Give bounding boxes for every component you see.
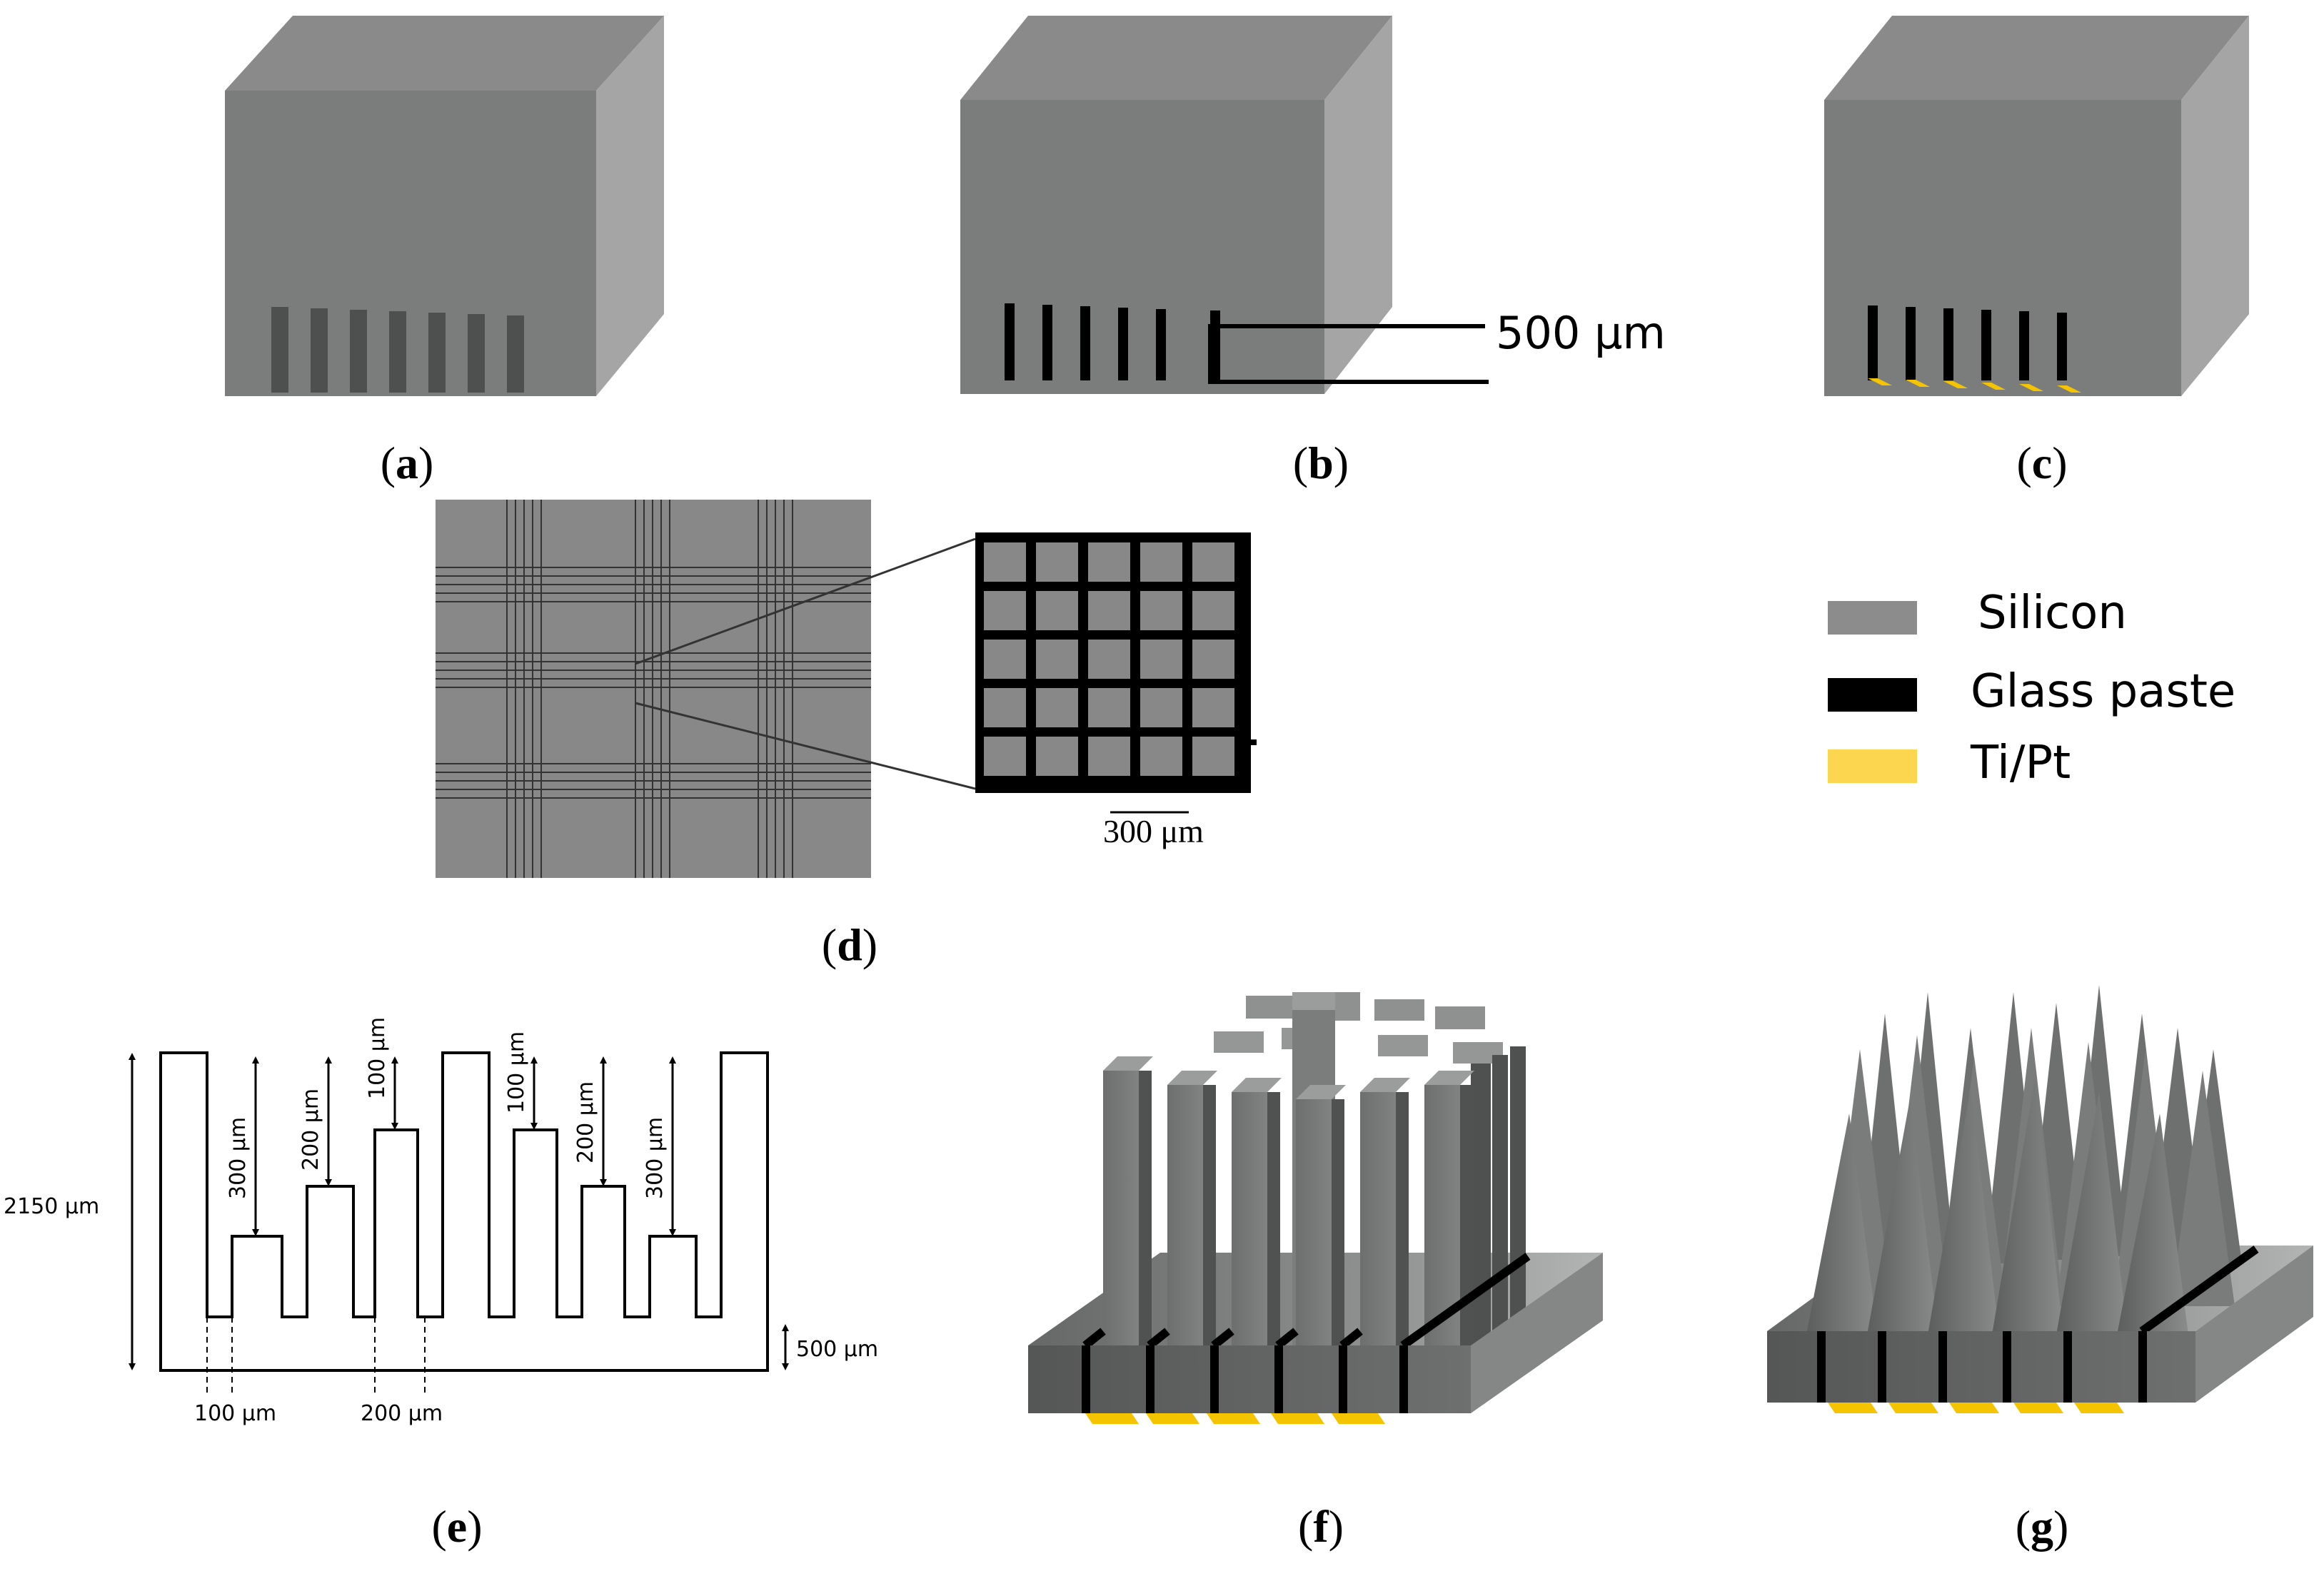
dim-500um-base-label: 500 μm [796,1337,878,1362]
slab-f-side [1471,1253,1603,1413]
block-b-front [960,100,1324,394]
grid-lines-horizontal [436,567,871,799]
panel-c-block [1824,16,2249,396]
slab-f-front [1028,1345,1471,1413]
slab-f-front-glass [1082,1345,1408,1413]
slab-g-side [2195,1246,2313,1403]
block-c-glass-lines [1868,305,2067,380]
panel-d-grid [436,500,1257,878]
dim-depth-6: 300 μm [643,1117,668,1199]
block-a-notches [271,307,524,393]
spikes-front [1806,1078,2188,1335]
slab-g-front-glass [1817,1331,2147,1403]
dimension-500um-label: 500 μm [1496,307,1666,359]
profile-outline [159,1051,769,1372]
block-c-top [1824,16,2249,100]
zoom-inset [975,532,1257,793]
dim-depth-5: 200 μm [573,1081,598,1163]
block-b-top [960,16,1392,100]
dim-depth-4: 100 μm [504,1031,529,1113]
panel-b-label: (b) [1293,438,1349,488]
slab-g-tipt-pads [1828,1403,2124,1413]
panel-e-label: (e) [431,1501,482,1552]
legend-label-glass: Glass paste [1971,665,2235,718]
dim-2150um-label: 2150 μm [4,1194,99,1219]
slab-f-tipt-pads [1085,1413,1385,1424]
panel-b-block [960,16,1489,394]
legend: Silicon Glass paste Ti/Pt [1828,587,2235,789]
dimension-bracket [1208,324,1489,384]
slab-g-front [1767,1331,2195,1403]
dim-depth-3: 100 μm [365,1017,390,1099]
panel-f-label: (f) [1298,1501,1344,1552]
legend-swatch-silicon [1828,601,1917,635]
block-c-tipt-pads [1868,378,2081,393]
pillar-front-row [1103,1056,1474,1395]
legend-label-silicon: Silicon [1978,587,2127,640]
profile-dimension-arrows [129,1053,789,1370]
block-a-top [225,16,664,91]
legend-label-tipt: Ti/Pt [1970,737,2071,789]
pillar-tops-back [1214,992,1503,1064]
dim-width-100um: 100 μm [194,1401,276,1426]
slab-g-glass-stripes [2139,1246,2259,1335]
panel-f-pillars [1028,992,1603,1424]
legend-swatch-tipt [1828,749,1917,783]
panel-c-label: (c) [2016,438,2067,488]
panel-e-profile [129,1051,789,1395]
block-c-front [1824,100,2181,396]
dim-width-200um: 200 μm [361,1401,443,1426]
panel-d-label: (d) [822,919,877,970]
panel-g-label: (g) [2016,1501,2069,1552]
block-b-side [1324,16,1392,394]
panel-a-block [225,16,664,396]
legend-swatch-glass [1828,678,1917,712]
scale-300um-label: 300 μm [1103,813,1204,849]
pillar-sides [1471,1046,1526,1356]
grid-lines-vertical [506,500,793,878]
panel-a-label: (a) [381,438,434,488]
zoom-lines [635,537,976,790]
profile-dashed-guides [206,1317,426,1395]
block-c-side [2181,16,2249,396]
dim-depth-2: 200 μm [298,1088,323,1171]
dim-depth-1: 300 μm [226,1117,251,1199]
pillar-center-top [1292,992,1335,1010]
panel-g-spikes [1767,985,2313,1413]
block-a-side [596,16,664,396]
slab-f-glass-stripes [1082,1253,1531,1349]
